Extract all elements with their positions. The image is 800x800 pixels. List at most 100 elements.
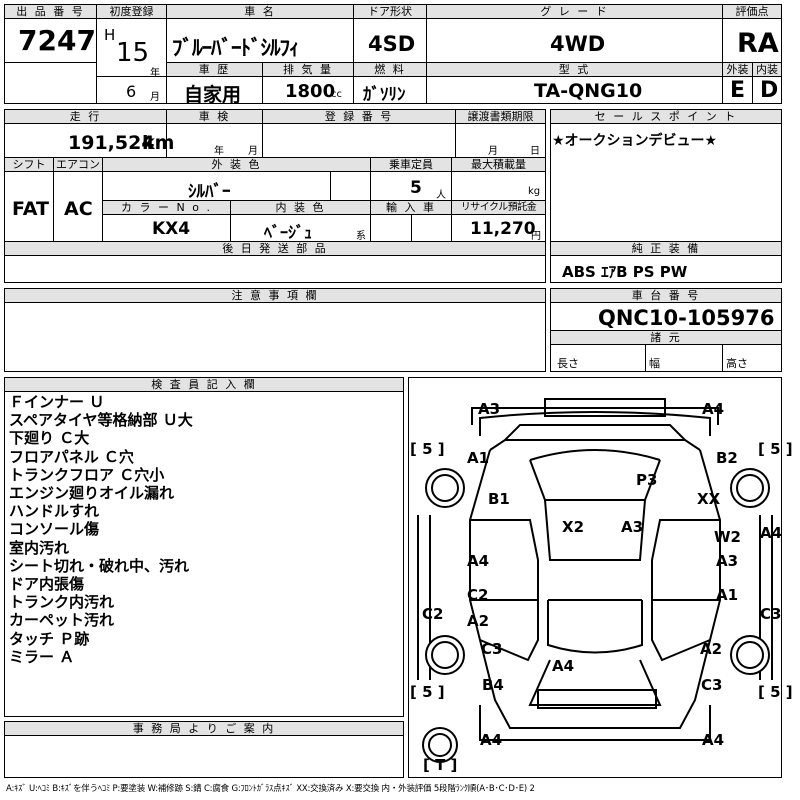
damage-mark: C3 — [760, 605, 782, 623]
max-load-label: 最大積載量 — [452, 158, 545, 172]
later-parts-label: 後 日 発 送 部 品 — [5, 242, 545, 256]
first-reg-label: 初度登録 — [97, 5, 166, 19]
note-line: カーペット汚れ — [9, 611, 115, 630]
transfer-label: 譲渡書類期限 — [456, 110, 545, 124]
damage-mark: A2 — [700, 640, 723, 658]
damage-mark: A3 — [716, 552, 739, 570]
car-diagram-box — [408, 377, 782, 778]
model-value: TA-QNG10 — [534, 80, 643, 102]
top-block — [4, 4, 782, 104]
note-line: 室内汚れ — [9, 538, 70, 557]
damage-mark: P3 — [636, 471, 658, 489]
damage-mark: C2 — [467, 586, 489, 604]
aircon-value: AC — [64, 198, 93, 220]
tire-mark-spare: [ T ] — [423, 756, 458, 774]
model-label: 型 式 — [427, 63, 722, 77]
tire-mark-rr: [ 5 ] — [758, 683, 793, 701]
damage-mark: A2 — [467, 612, 490, 630]
door-label: ドア形状 — [354, 5, 426, 19]
damage-mark: A4 — [552, 657, 575, 675]
exterior-grade-label: 外装 — [723, 63, 752, 77]
damage-mark: B2 — [716, 449, 738, 467]
note-line: フロアパネル Ｃ穴 — [9, 447, 134, 466]
note-line: 下廻り Ｃ大 — [9, 429, 90, 448]
note-line: ミラー Ａ — [9, 647, 75, 666]
ext-color-value: ｼﾙﾊﾞｰ — [188, 182, 231, 202]
color-no-value: KX4 — [152, 219, 191, 239]
aircon-label: エアコン — [54, 158, 102, 172]
first-reg-era: H — [104, 26, 116, 44]
note-line: トランク内汚れ — [9, 593, 115, 612]
damage-mark: A4 — [760, 524, 783, 542]
shift-label: シフト — [5, 158, 53, 172]
chassis-label: 車 台 番 号 — [551, 289, 781, 303]
displacement-label: 排 気 量 — [263, 63, 353, 77]
equipment-value: ABS ｴｱB PS PW — [562, 263, 688, 281]
displacement-value: 1800 — [285, 81, 336, 102]
grade-label: グ レ ー ド — [427, 5, 722, 19]
equipment-label: 純 正 装 備 — [551, 242, 781, 256]
fuel-label: 燃 料 — [354, 63, 426, 77]
note-line: トランクフロア Ｃ穴小 — [9, 465, 165, 484]
note-line: ハンドルすれ — [9, 502, 100, 521]
damage-mark: A1 — [467, 449, 490, 467]
note-line: スペアタイヤ等格納部 Ｕ大 — [9, 411, 193, 430]
car-name-label: 車 名 — [167, 5, 353, 19]
note-line: タッチ Ｐ跡 — [9, 629, 90, 648]
score-label: 評価点 — [723, 5, 781, 19]
lot-number: 7247 — [18, 24, 96, 57]
capacity-value: 5 — [410, 178, 422, 198]
history-label: 車 歴 — [167, 63, 262, 77]
recycle-label: リサイクル預託金 — [452, 201, 545, 215]
capacity-label: 乗車定員 — [371, 158, 451, 172]
note-line: エンジン廻りオイル漏れ — [9, 484, 175, 503]
caution-box — [4, 288, 546, 372]
damage-mark: XX — [697, 490, 721, 508]
damage-mark: B4 — [482, 676, 504, 694]
color-no-label: カ ラ ー N o . — [103, 201, 230, 215]
int-color-label: 内 装 色 — [231, 201, 370, 215]
door-type: 4SD — [368, 32, 416, 56]
office-box — [4, 721, 404, 778]
sales-point-text: ★オークションデビュー★ — [552, 133, 718, 149]
sales-point-label: セ ー ル ス ポ イ ン ト — [551, 110, 781, 124]
sales-point-box — [550, 109, 782, 283]
damage-mark: W2 — [714, 528, 741, 546]
import-label: 輸 入 車 — [371, 201, 451, 215]
inspection-label: 車 検 — [167, 110, 262, 124]
shift-value: FAT — [12, 198, 49, 220]
damage-mark: B1 — [488, 490, 510, 508]
inspector-label: 検 査 員 記 入 欄 — [5, 378, 403, 392]
inspector-box — [4, 377, 404, 717]
mileage-label: 走 行 — [5, 110, 166, 124]
grade-value: 4WD — [550, 32, 606, 56]
damage-mark: C2 — [422, 605, 444, 623]
damage-mark: A4 — [480, 731, 503, 749]
office-label: 事 務 局 よ り ご 案 内 — [5, 722, 403, 736]
tire-mark-fl: [ 5 ] — [410, 440, 445, 458]
legend-text: A:ｷｽﾞ U:ﾍｺﾐ B:ｷｽﾞを伴うﾍｺﾐ P:要塗装 W:補修跡 S:錆 … — [6, 784, 535, 794]
lot-label: 出 品 番 号 — [5, 5, 96, 19]
damage-mark: C3 — [481, 640, 503, 658]
ext-color-label: 外 装 色 — [103, 158, 370, 172]
first-reg-year: 15 — [116, 38, 150, 68]
damage-mark: A1 — [716, 586, 739, 604]
note-line: コンソール傷 — [9, 520, 100, 539]
interior-grade: D — [760, 78, 779, 103]
tire-mark-rl: [ 5 ] — [410, 683, 445, 701]
note-line: ドア内張傷 — [9, 575, 85, 594]
int-color-value: ﾍﾞｰｼﾞｭ — [264, 223, 313, 242]
mileage-value: 191,524 — [68, 132, 155, 154]
specs-label: 諸 元 — [551, 331, 781, 345]
damage-mark: A3 — [621, 518, 644, 536]
registration-label: 登 録 番 号 — [263, 110, 455, 124]
damage-mark: X2 — [562, 518, 585, 536]
damage-mark: A4 — [467, 552, 490, 570]
interior-grade-label: 内装 — [753, 63, 781, 77]
damage-mark: A4 — [702, 400, 725, 418]
fuel-value: ｶﾞｿﾘﾝ — [363, 85, 406, 105]
exterior-grade: E — [730, 78, 746, 103]
inspector-notes: Ｆインナー Ｕ スペアタイヤ等格納部 Ｕ大 下廻り Ｃ大 フロアパネル Ｃ穴 ト… — [9, 393, 193, 666]
car-diagram — [417, 398, 773, 763]
caution-label: 注 意 事 項 欄 — [5, 289, 545, 303]
